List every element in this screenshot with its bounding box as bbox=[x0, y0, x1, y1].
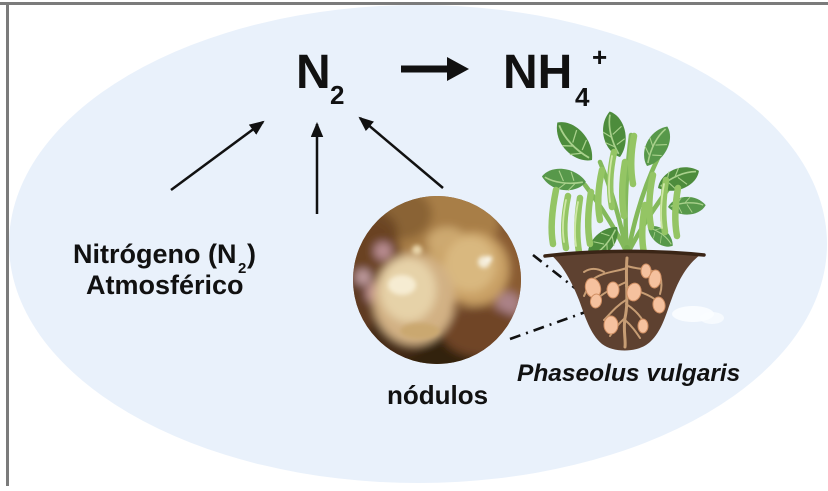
atmospheric-label-line1: Nitrógeno (N bbox=[73, 239, 236, 269]
root-nodules bbox=[584, 263, 666, 335]
atmospheric-label-line2: Atmosférico bbox=[86, 270, 244, 300]
nodules-caption: nódulos bbox=[387, 380, 488, 410]
atmospheric-label-line1-subscript: 2 bbox=[238, 260, 246, 277]
reaction-arrow-icon bbox=[401, 57, 469, 81]
plant-bean-pods bbox=[548, 132, 682, 257]
light-smudge bbox=[672, 306, 724, 324]
nodules-photo bbox=[353, 196, 521, 364]
reaction-equation: N 2 NH 4 + bbox=[296, 42, 607, 112]
converging-arrows-icon bbox=[170, 116, 444, 214]
plant-pod-highlights bbox=[562, 155, 665, 247]
soil-root-ball bbox=[543, 249, 724, 351]
atmospheric-nitrogen-label: Nitrógeno (N 2 ) Atmosférico bbox=[73, 239, 256, 300]
reaction-product-superscript: + bbox=[592, 42, 607, 72]
reaction-product-subscript: 4 bbox=[575, 82, 590, 112]
reaction-reactant: N bbox=[296, 46, 331, 99]
atmospheric-label-line1-close: ) bbox=[247, 239, 256, 269]
species-label: Phaseolus vulgaris bbox=[517, 360, 740, 387]
reaction-reactant-subscript: 2 bbox=[330, 80, 344, 110]
soil-top-line bbox=[543, 249, 706, 258]
reaction-product: NH bbox=[503, 46, 572, 99]
bean-plant-illustration bbox=[539, 109, 707, 265]
